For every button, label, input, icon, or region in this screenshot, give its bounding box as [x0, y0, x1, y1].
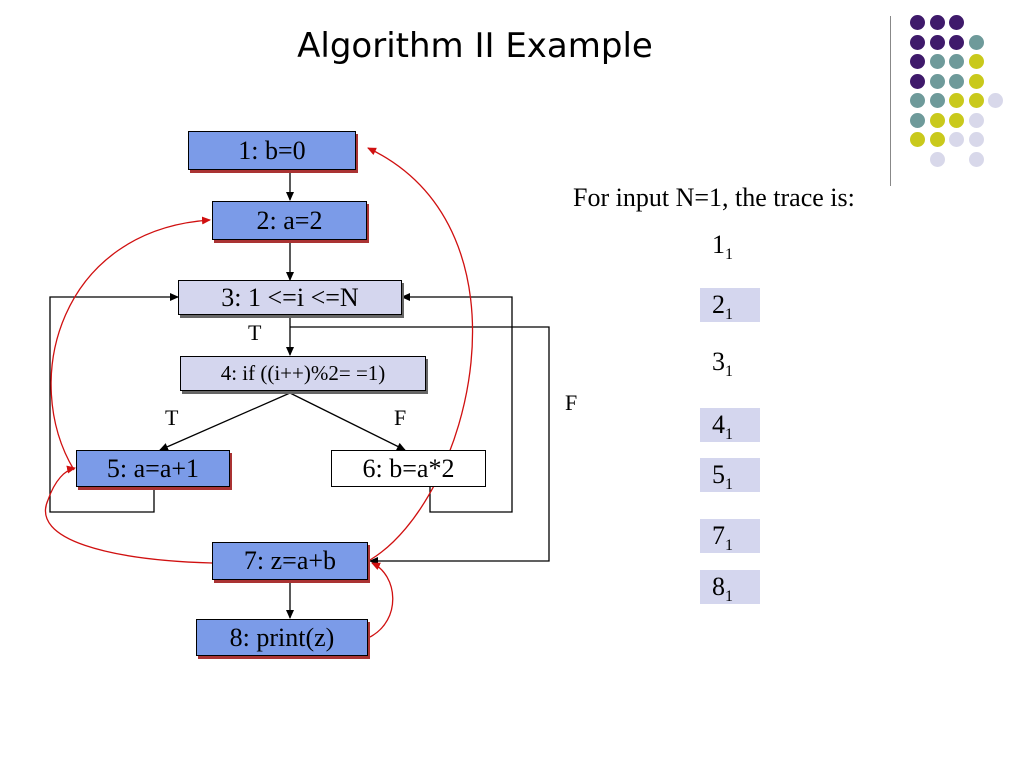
red-arc-7-1 — [367, 147, 474, 561]
decor-dot — [968, 34, 984, 50]
decor-dot — [929, 34, 945, 50]
decor-dot — [929, 73, 945, 89]
red-arc-5-2 — [50, 216, 211, 471]
node-4: 4: if ((i++)%2= =1) — [180, 356, 426, 391]
decor-dot — [949, 73, 964, 89]
slide-title: Algorithm II Example — [297, 26, 653, 66]
trace-item-number: 7 — [712, 521, 725, 550]
decor-dot — [968, 73, 984, 89]
decor-dot — [910, 54, 925, 69]
node-1: 1: b=0 — [188, 131, 356, 170]
edge-3-7-false — [290, 326, 550, 565]
decor-dot — [949, 15, 964, 30]
trace-item-subscript: 1 — [725, 537, 733, 555]
trace-item-number: 3 — [712, 347, 725, 376]
decor-dot — [910, 112, 925, 128]
label-true-if: T — [165, 405, 179, 430]
decor-dot — [968, 93, 984, 108]
label-false-loop: F — [565, 390, 578, 415]
decor-dot — [949, 54, 964, 69]
decor-dot — [910, 93, 925, 108]
trace-item-subscript: 1 — [725, 306, 733, 324]
decor-dot — [929, 93, 945, 108]
decor-dot — [968, 132, 984, 147]
decor-dot — [949, 132, 964, 147]
decor-dot — [968, 112, 984, 128]
decor-divider — [890, 16, 891, 186]
label-true-loop: T — [248, 320, 262, 345]
trace-item-number: 1 — [712, 230, 725, 259]
decor-dot — [929, 15, 945, 30]
trace-item-number: 4 — [712, 410, 725, 439]
trace-item-subscript: 1 — [725, 246, 733, 264]
decor-dot — [949, 34, 964, 50]
trace-item-number: 8 — [712, 572, 725, 601]
label-false-if: F — [394, 405, 407, 430]
edge-6-3 — [401, 293, 513, 513]
decor-dot — [910, 132, 925, 147]
trace-item: 81 — [700, 570, 760, 606]
red-arc-7-5 — [45, 465, 213, 564]
decor-dot — [910, 73, 925, 89]
node-5: 5: a=a+1 — [76, 450, 230, 487]
trace-item: 31 — [700, 345, 760, 381]
trace-item-subscript: 1 — [725, 476, 733, 494]
decor-dot — [949, 112, 964, 128]
trace-item: 21 — [700, 288, 760, 324]
decor-dot — [968, 151, 984, 167]
trace-item-subscript: 1 — [725, 426, 733, 444]
node-3: 3: 1 <=i <=N — [178, 280, 402, 315]
trace-item: 41 — [700, 408, 760, 444]
decor-dot — [988, 93, 1003, 108]
node-6: 6: b=a*2 — [331, 450, 486, 487]
node-2: 2: a=2 — [212, 201, 367, 240]
trace-heading: For input N=1, the trace is: — [573, 183, 855, 212]
trace-item-subscript: 1 — [725, 363, 733, 381]
decor-dot — [929, 54, 945, 69]
decor-dot — [929, 151, 945, 167]
edge-5-3 — [49, 293, 179, 513]
decor-dot — [910, 15, 925, 30]
decor-dot — [929, 132, 945, 147]
decor-dot — [968, 54, 984, 69]
trace-item-subscript: 1 — [725, 588, 733, 606]
trace-item-number: 2 — [712, 290, 725, 319]
node-8: 8: print(z) — [196, 619, 368, 656]
red-arc-8-7 — [369, 562, 394, 638]
decor-dot — [929, 112, 945, 128]
decor-dot — [949, 93, 964, 108]
trace-item: 11 — [700, 228, 760, 264]
edge-4-6 — [289, 392, 406, 451]
trace-item-number: 5 — [712, 460, 725, 489]
trace-item: 51 — [700, 458, 760, 494]
trace-item: 71 — [700, 519, 760, 555]
edge-4-5 — [159, 392, 291, 451]
decor-dot — [910, 34, 925, 50]
node-7: 7: z=a+b — [212, 542, 368, 580]
